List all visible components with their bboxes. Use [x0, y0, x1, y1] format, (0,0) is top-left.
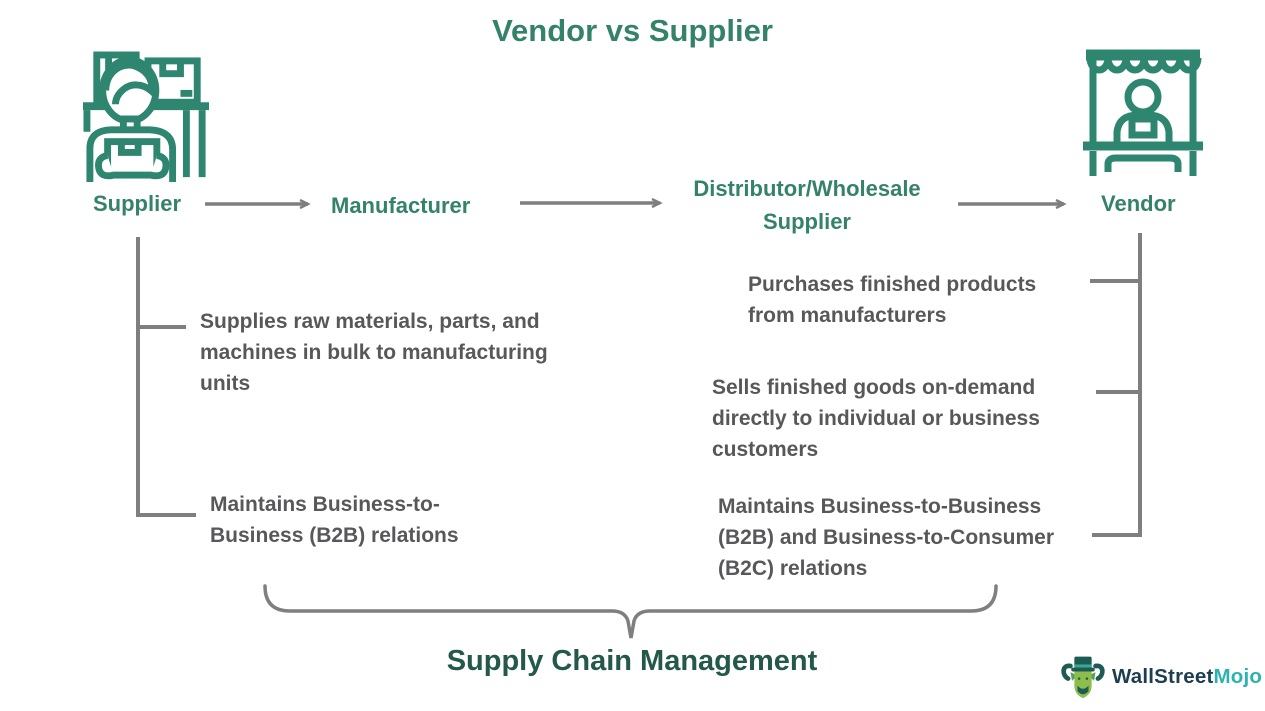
supplier-note-raw-materials: Supplies raw materials, parts, and machi… [200, 310, 548, 395]
vendor-note-sells: Sells finished goods on-demand directly … [712, 376, 1040, 461]
wallstreetmojo-wordmark: WallStreetMojo [1112, 665, 1262, 689]
supply-chain-brace [263, 584, 998, 639]
wallstreetmojo-logo: WallStreetMojo [1061, 652, 1262, 702]
supply-chain-management-label: Supply Chain Management [446, 645, 818, 677]
supplier-bracket-line [136, 237, 196, 517]
supplier-person-with-boxes-icon [83, 50, 211, 185]
flow-label-vendor: Vendor [1101, 191, 1176, 216]
logo-wallstreet-text: WallStreet [1112, 665, 1214, 688]
vendor-bracket [1090, 233, 1142, 537]
wallstreetmojo-bull-icon [1061, 652, 1105, 702]
page-title: Vendor vs Supplier [492, 13, 773, 48]
flow-label-distributor: Distributor/Wholesale Supplier [693, 176, 921, 234]
supplier-note-b2b: Maintains Business-to- Business (B2B) re… [210, 493, 459, 547]
logo-mojo-text: Mojo [1213, 665, 1263, 688]
vendor-note-b2b-b2c: Maintains Business-to-Business (B2B) and… [718, 495, 1055, 580]
supplier-bracket [136, 237, 196, 517]
vendor-bracket-line [1092, 233, 1142, 537]
flow-label-supplier: Supplier [93, 191, 182, 216]
vendor-market-stall-icon [1078, 48, 1208, 178]
vendor-note-purchases: Purchases finished products from manufac… [748, 273, 1037, 327]
flow-label-manufacturer: Manufacturer [331, 193, 471, 218]
